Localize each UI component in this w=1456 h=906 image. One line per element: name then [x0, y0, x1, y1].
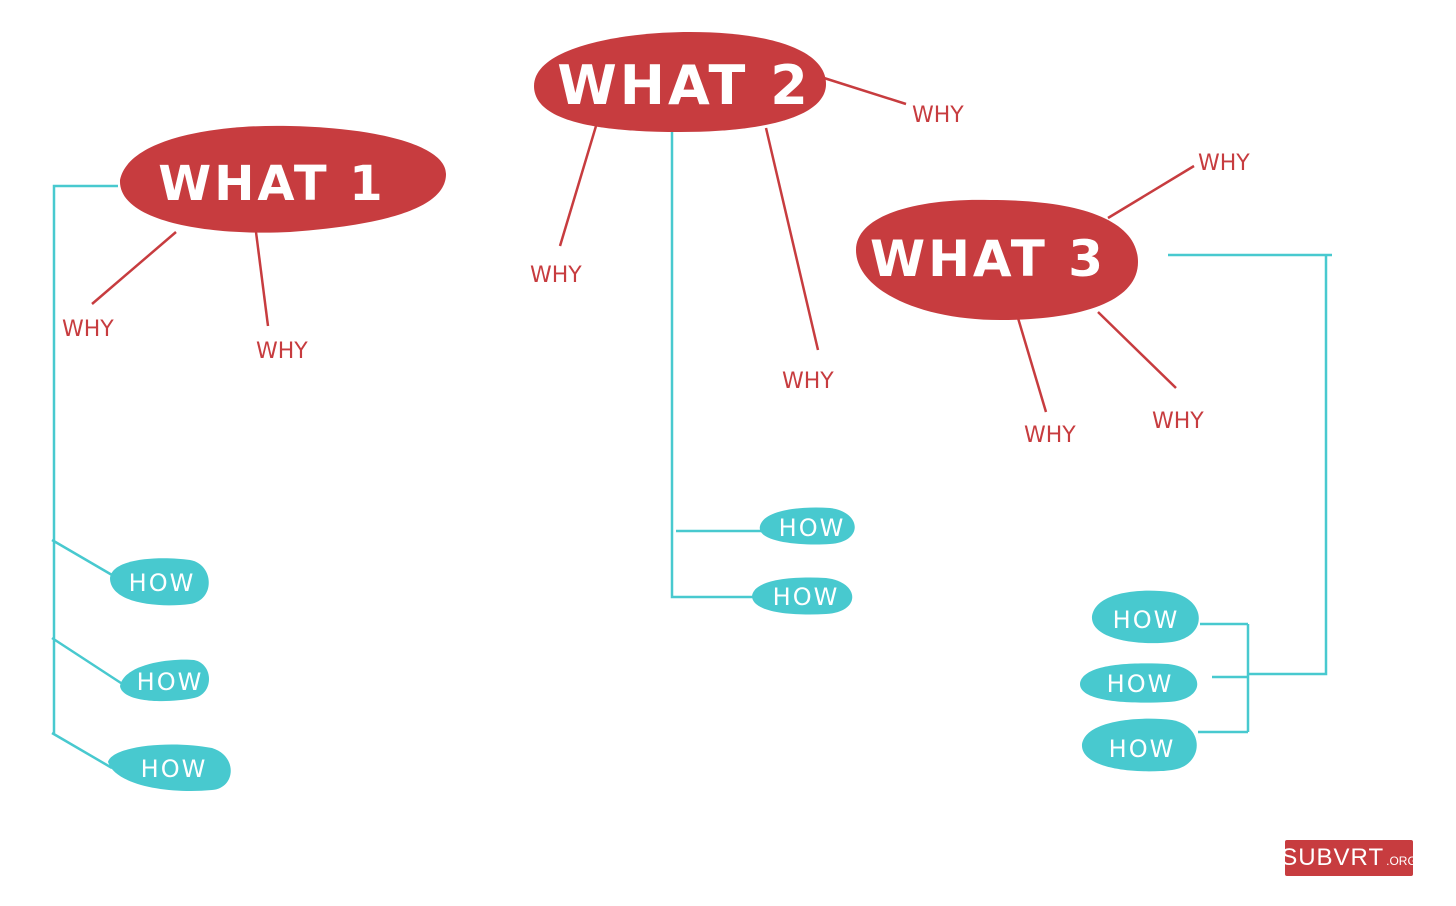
- what2-node[interactable]: [534, 32, 826, 132]
- what1-why-2: WHY: [256, 339, 308, 364]
- what3-label: WHAT 3: [870, 230, 1106, 288]
- what1-label: WHAT 1: [158, 156, 385, 212]
- what1-group: WHAT 1 WHY WHY HOW HOW HOW: [51, 125, 446, 791]
- what3-node[interactable]: [856, 199, 1138, 320]
- what3-why-2: WHY: [1024, 423, 1076, 448]
- what1-how-2-label: HOW: [137, 668, 204, 696]
- what2-label: WHAT 2: [557, 54, 811, 117]
- what1-how-3-label: HOW: [141, 755, 208, 783]
- what1-how-1[interactable]: HOW: [110, 558, 209, 606]
- what1-how-1-label: HOW: [129, 569, 196, 597]
- what3-group: WHAT 3 WHY WHY WHY HOW HOW HOW: [856, 151, 1332, 772]
- what2-why-1: WHY: [530, 263, 582, 288]
- what3-why-3: WHY: [1152, 409, 1204, 434]
- what3-why-1: WHY: [1198, 151, 1250, 176]
- what2-how-1[interactable]: HOW: [759, 507, 855, 545]
- what1-how-2[interactable]: HOW: [120, 659, 209, 702]
- what2-how-1-label: HOW: [779, 514, 846, 542]
- what2-why-line-1: [558, 125, 598, 247]
- what3-how-1-label: HOW: [1113, 606, 1180, 634]
- what2-how-2-label: HOW: [773, 583, 840, 611]
- what3-how-2[interactable]: HOW: [1080, 663, 1198, 703]
- what1-why-1: WHY: [62, 317, 114, 342]
- what3-how-1[interactable]: HOW: [1091, 590, 1199, 644]
- what3-how-connector: [1168, 253, 1332, 734]
- what2-why-3: WHY: [912, 103, 964, 128]
- what2-why-2: WHY: [782, 369, 834, 394]
- what3-how-2-label: HOW: [1107, 670, 1174, 698]
- what2-group: WHAT 2 WHY WHY WHY HOW HOW: [530, 32, 964, 615]
- what1-how-3[interactable]: HOW: [108, 744, 231, 791]
- what1-how-connector: [51, 184, 125, 770]
- brand-badge[interactable]: SUBVRT .ORG: [1281, 840, 1417, 876]
- what3-how-3[interactable]: HOW: [1081, 718, 1197, 772]
- what2-how-connector: [670, 132, 766, 599]
- what2-why-line-2: [764, 127, 820, 351]
- brand-name: SUBVRT: [1281, 844, 1385, 871]
- what3-why-line-3: [1097, 311, 1177, 389]
- what1-why-line-2: [254, 231, 270, 327]
- brand-suffix: .ORG: [1386, 854, 1417, 868]
- what3-why-line-1: [1107, 164, 1195, 220]
- what2-how-2[interactable]: HOW: [752, 577, 853, 615]
- what3-how-3-label: HOW: [1109, 735, 1176, 763]
- what3-why-line-2: [1016, 317, 1048, 413]
- what1-node[interactable]: [119, 125, 446, 233]
- what2-why-line-3: [823, 76, 907, 106]
- what1-why-line-1: [91, 231, 177, 305]
